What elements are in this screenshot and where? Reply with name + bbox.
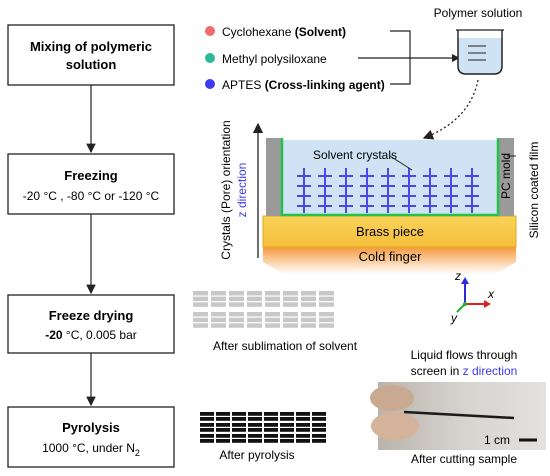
ingredient-polysiloxane: Methyl polysiloxane (222, 52, 327, 66)
ingredient-cyclohexane: Cyclohexane (Solvent) (222, 25, 346, 39)
solvent-crystals (297, 168, 479, 213)
polymer-solution-label: Polymer solution (434, 6, 523, 20)
ingredient-aptes: APTES (Cross-linking agent) (222, 78, 385, 92)
cyclohexane-dot (205, 26, 215, 36)
sublimation-structure (193, 291, 334, 328)
pyrolysis-structure (200, 412, 326, 443)
step-mixing-title-line2: solution (66, 57, 117, 72)
solvent-area (281, 140, 499, 216)
cold-finger (263, 247, 516, 274)
pyrolysis-caption: After pyrolysis (219, 448, 294, 462)
step-freezing-box (7, 153, 175, 215)
cold-finger-label: Cold finger (359, 249, 423, 264)
step-pyrolysis-box (7, 406, 175, 468)
sample-photo: 1 cm (370, 382, 546, 450)
process-flow: Mixing of polymeric solution Freezing -2… (7, 24, 175, 468)
beaker: Polymer solution (434, 6, 523, 75)
z-direction-label: z direction (235, 163, 249, 218)
sample-strip (403, 410, 515, 420)
step-freeze-drying-box (7, 294, 175, 354)
step-freezing-detail: -20 °C , -80 °C or -120 °C (23, 189, 160, 203)
y-axis-label: y (450, 311, 458, 325)
step-freeze-drying-detail: -20 °C, 0.005 bar (45, 328, 137, 342)
pour-arrow (422, 79, 479, 140)
step-pyrolysis-title: Pyrolysis (62, 420, 120, 435)
pc-mold-left (266, 138, 281, 216)
brass-piece-label: Brass piece (356, 224, 424, 239)
polysiloxane-dot (205, 53, 215, 63)
freezing-apparatus: Cold finger Brass piece Solvent crystals… (219, 120, 541, 274)
pc-mold-right (499, 138, 514, 216)
coordinate-axes: z x y (450, 269, 495, 325)
pc-mold-label: PC mold (499, 153, 513, 199)
step-freeze-drying-title: Freeze drying (49, 308, 134, 323)
connector-arrow (452, 54, 460, 62)
beaker-outline (457, 30, 503, 75)
silicon-film-label: Silicon coated film (527, 142, 541, 239)
step-mixing-box (7, 24, 175, 86)
sublimation-caption: After sublimation of solvent (213, 339, 358, 353)
aptes-dot (205, 79, 215, 89)
ingredients-list: Cyclohexane (Solvent) Methyl polysiloxan… (205, 25, 460, 92)
scale-bar-label: 1 cm (484, 433, 510, 447)
cutting-caption: After cutting sample (411, 452, 517, 466)
liquid-flow-caption-2: screen in z direction (411, 364, 518, 378)
orientation-label: Crystals (Pore) orientation (219, 120, 233, 259)
brass-piece (262, 215, 517, 248)
liquid-flow-caption-1: Liquid flows through (411, 348, 518, 362)
z-axis-label: z (454, 269, 461, 283)
step-mixing-title: Mixing of polymeric (30, 39, 152, 54)
x-axis-label: x (487, 287, 495, 301)
step-freezing-title: Freezing (64, 168, 118, 183)
solvent-crystals-label: Solvent crystals (313, 148, 397, 162)
crystals-pointer (389, 155, 413, 171)
step-pyrolysis-detail: 1000 °C, under N2 (42, 441, 140, 458)
silicon-film (280, 138, 500, 217)
connector-lines (358, 30, 458, 85)
